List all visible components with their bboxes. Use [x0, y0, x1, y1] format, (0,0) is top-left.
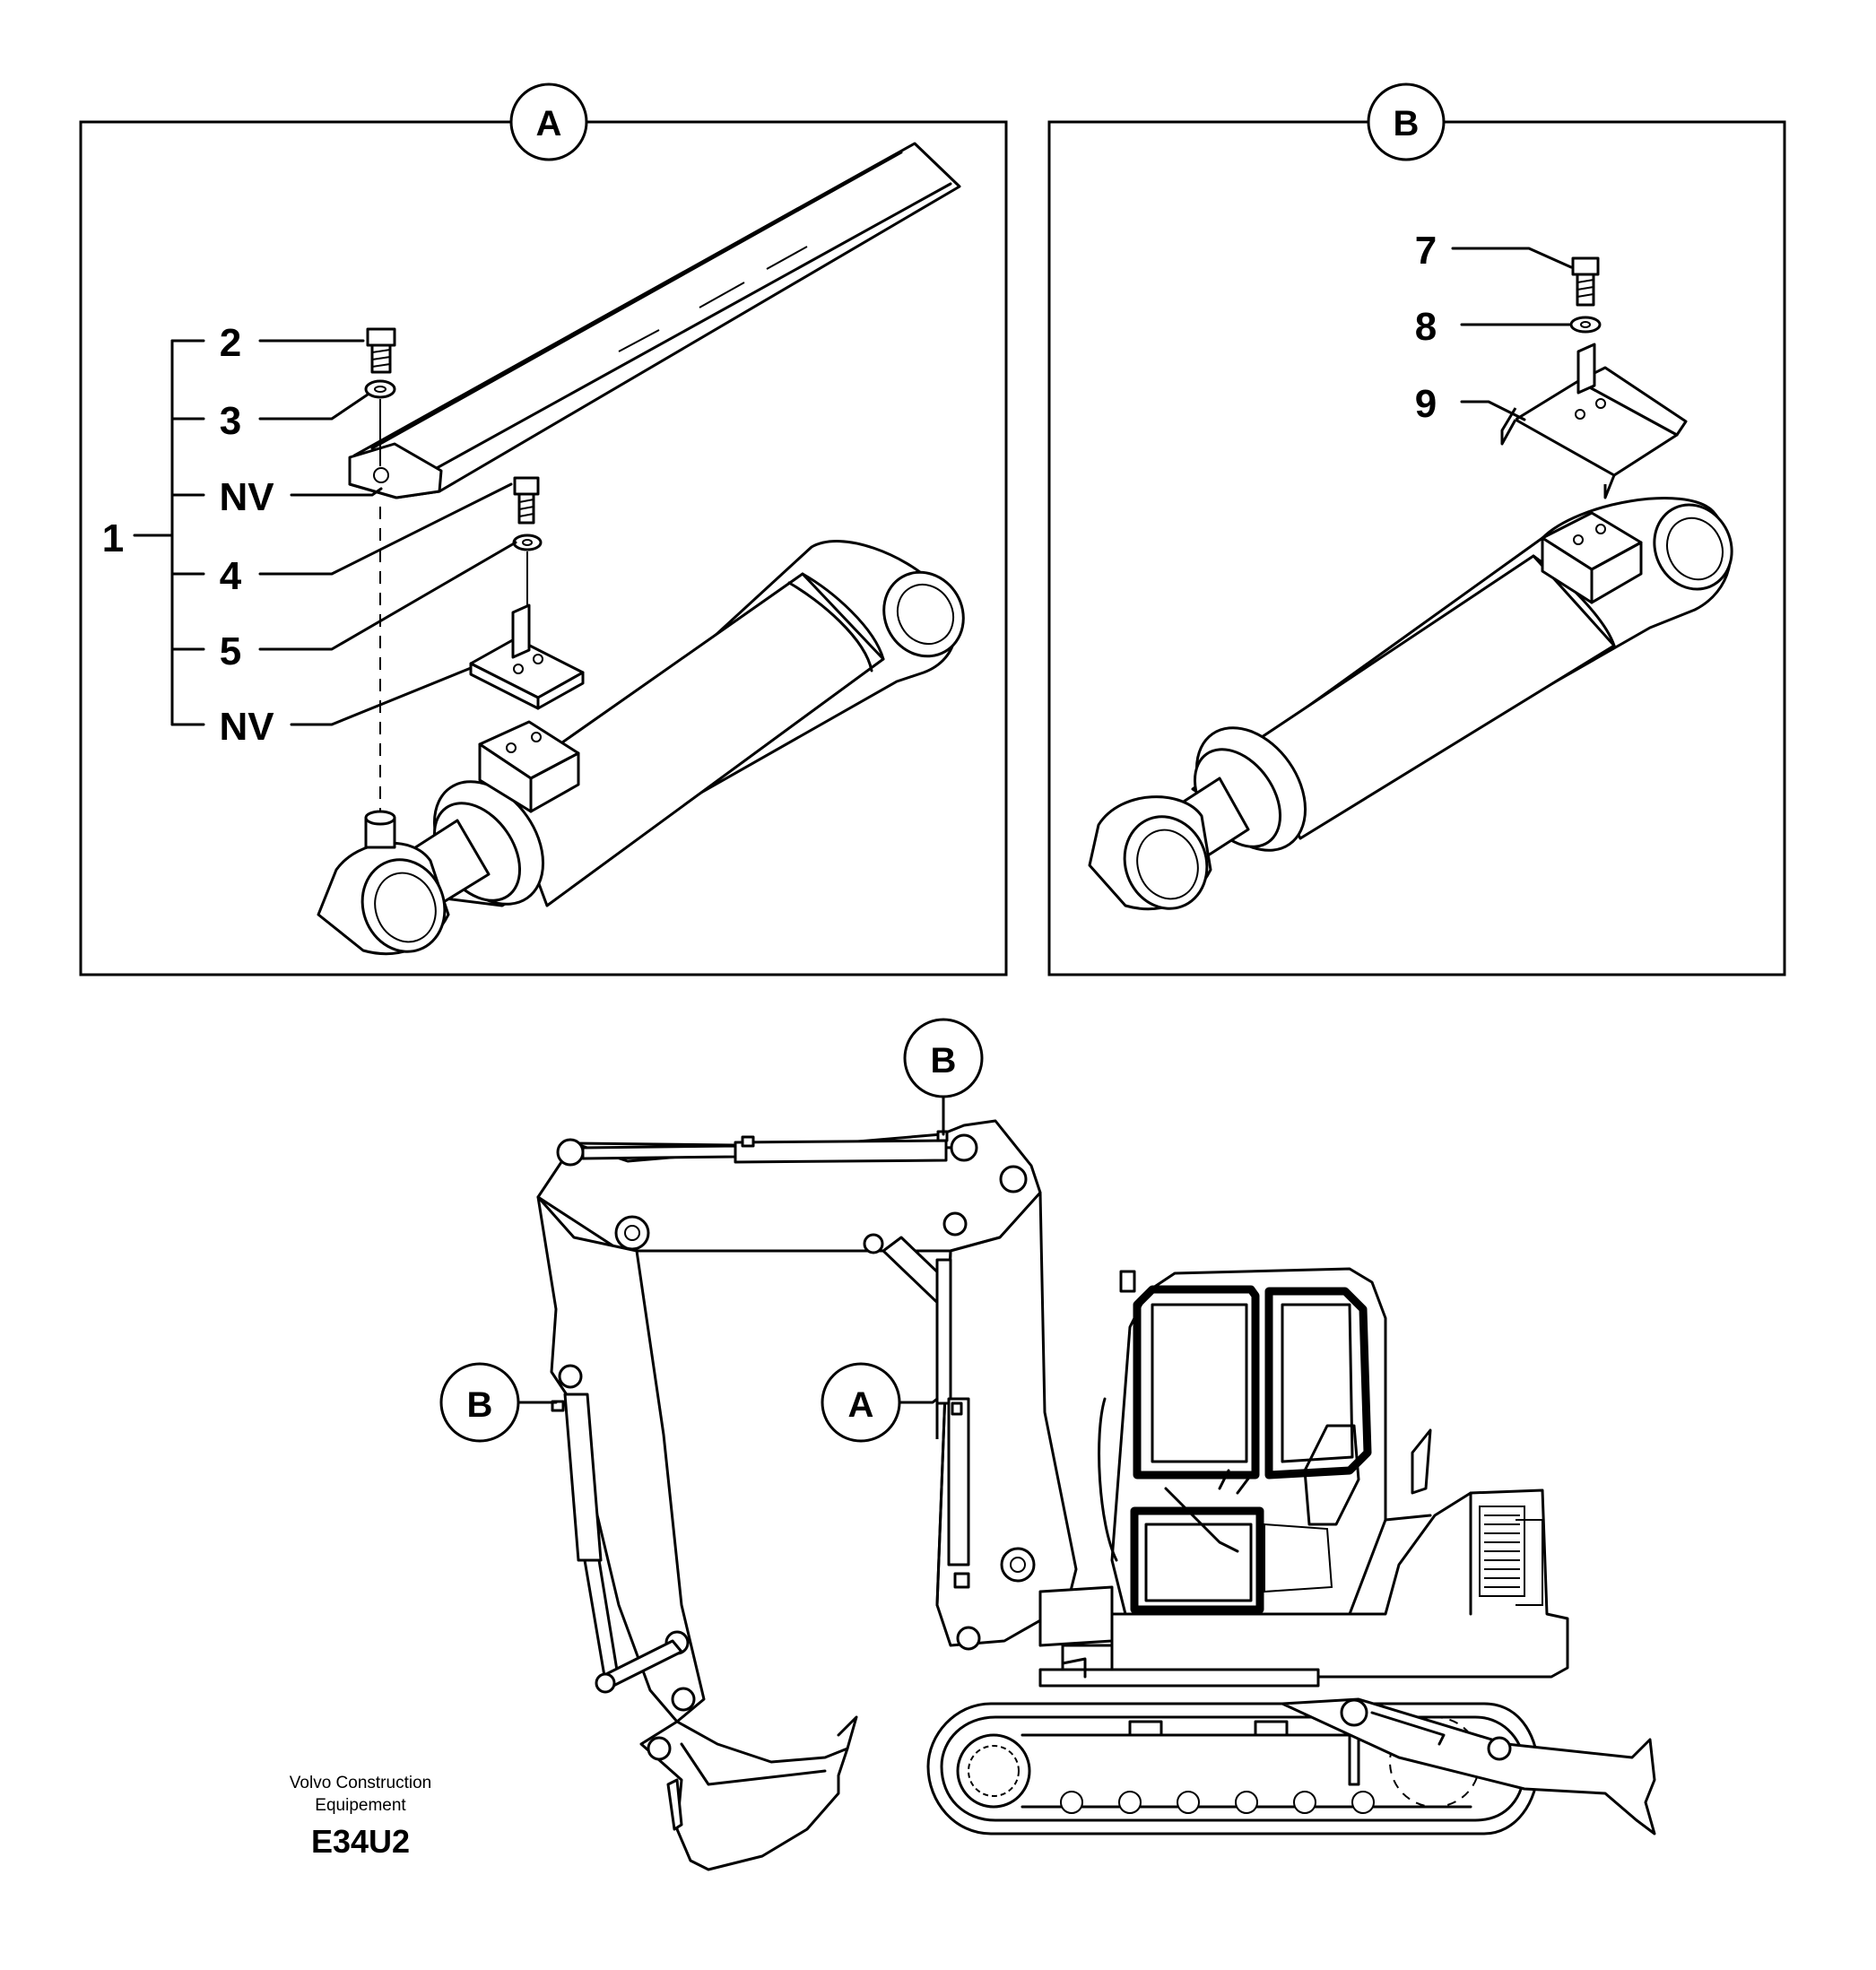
company-line-1: Volvo Construction	[290, 1774, 431, 1792]
callout-2: 2	[220, 321, 241, 365]
track-rollers	[1060, 1791, 1375, 1814]
undercarriage	[926, 1697, 1656, 1835]
callout-3: 3	[220, 399, 241, 443]
callout-nv-upper: NV	[219, 475, 274, 519]
overview-marker-b-top: B	[903, 1018, 984, 1136]
callout-4: 4	[220, 554, 242, 598]
cylinder-guard-plate	[348, 142, 961, 499]
panel-b: B	[1047, 82, 1786, 976]
operator-cab	[1098, 1267, 1387, 1616]
bucket	[639, 1715, 858, 1871]
washer-3-drawing	[364, 379, 396, 399]
overview-marker-b-left: B	[439, 1362, 558, 1443]
mounting-plate	[469, 603, 585, 710]
arm-upright	[935, 1191, 1078, 1651]
overview-marker-a-label: A	[848, 1385, 874, 1425]
washer-8-drawing	[1569, 316, 1602, 334]
excavator-overview: B B A	[439, 1018, 1656, 1871]
company-line-2: Equipement	[315, 1796, 406, 1815]
footer-caption: Volvo Construction Equipement E34U2	[290, 1774, 431, 1860]
overview-marker-a: A	[821, 1362, 939, 1443]
panel-a: A	[79, 82, 1008, 976]
boom	[536, 1119, 1042, 1257]
dipper-arm	[536, 1195, 706, 1723]
panel-a-view-marker: A	[509, 82, 588, 161]
upper-structure	[1038, 1428, 1569, 1688]
callout-5: 5	[220, 629, 241, 673]
panel-b-view-label: B	[1394, 104, 1420, 143]
bolt-2-drawing	[366, 327, 396, 374]
overview-marker-b-top-label: B	[931, 1041, 957, 1080]
hydraulic-cylinder-b	[1088, 497, 1733, 911]
washer-5-drawing	[512, 534, 543, 551]
callout-7: 7	[1415, 229, 1437, 273]
callout-9: 9	[1415, 382, 1437, 426]
callout-nv-lower: NV	[219, 705, 274, 749]
panel-a-view-label: A	[536, 104, 562, 143]
overview-marker-b-left-label: B	[467, 1385, 493, 1425]
callout-1: 1	[102, 516, 124, 560]
hydraulic-cylinder-a	[317, 540, 965, 956]
bolt-4-drawing	[513, 476, 540, 525]
drawing-code: E34U2	[311, 1823, 410, 1860]
guard-9-drawing	[1500, 343, 1688, 499]
panel-b-view-marker: B	[1367, 82, 1446, 161]
bolt-7-drawing	[1571, 256, 1600, 307]
callout-leaders-b	[1451, 247, 1573, 421]
engine-grille	[1479, 1506, 1543, 1606]
callout-bracket-a	[133, 339, 517, 726]
callout-8: 8	[1415, 305, 1437, 349]
